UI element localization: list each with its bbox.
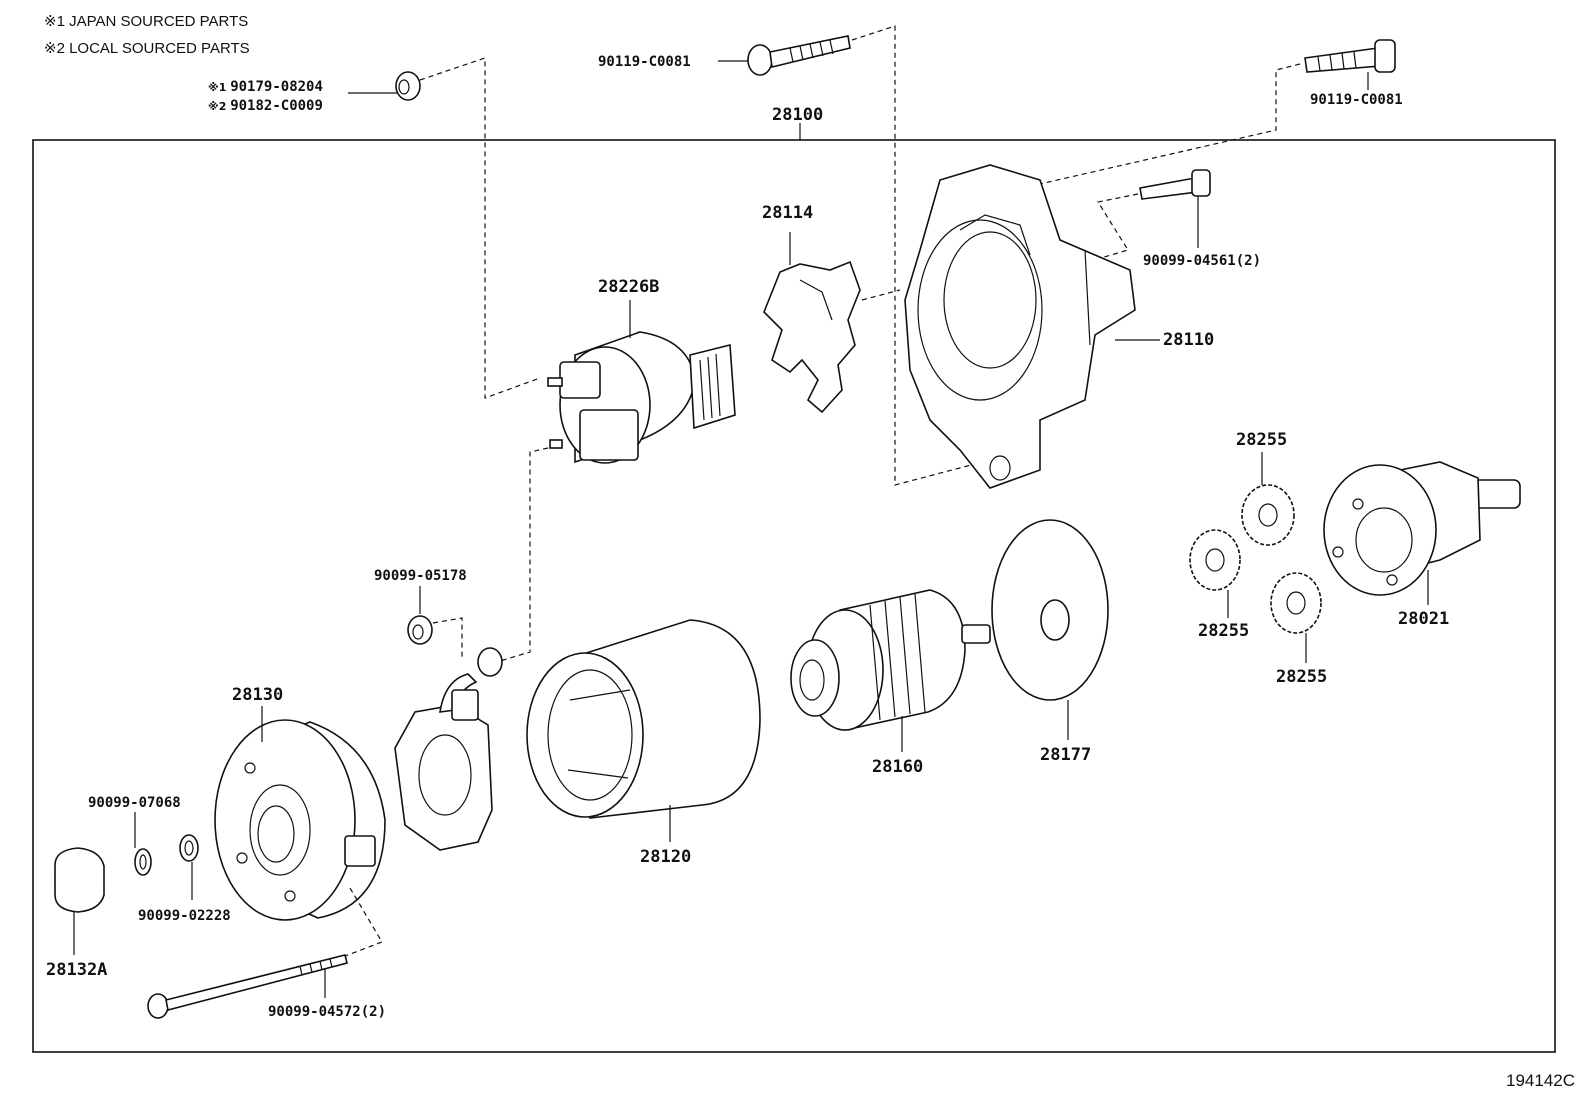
bolt-top-part <box>747 35 851 76</box>
diagram-code: 194142C <box>1506 1071 1575 1090</box>
fork-part <box>763 260 861 414</box>
housing-part <box>904 164 1136 489</box>
label-28021: 28021 <box>1398 609 1449 629</box>
solenoid-part <box>547 331 736 464</box>
label-28114: 28114 <box>762 203 813 223</box>
washer-b-part <box>179 834 199 862</box>
label-nut-local: ※2 90182-C0009 <box>208 98 323 114</box>
label-28255-top: 28255 <box>1236 430 1287 450</box>
legend-local: ※2 LOCAL SOURCED PARTS <box>44 40 250 57</box>
nut-top-part <box>395 71 421 101</box>
label-washer-b: 90099-02228 <box>138 908 231 924</box>
label-28177: 28177 <box>1040 745 1091 765</box>
gear-top-part <box>1241 484 1295 546</box>
label-28255-left: 28255 <box>1198 621 1249 641</box>
label-bolt-top: 90119-C0081 <box>598 54 691 70</box>
gear-bottom-part <box>1270 572 1322 634</box>
plate-part <box>991 519 1109 701</box>
label-28110: 28110 <box>1163 330 1214 350</box>
label-28255-bottom: 28255 <box>1276 667 1327 687</box>
label-28132A: 28132A <box>46 960 107 980</box>
assembly-frame <box>32 139 1556 1053</box>
label-28226B: 28226B <box>598 277 659 297</box>
yoke-part <box>526 619 761 819</box>
washer-mid-part <box>477 647 503 677</box>
legend-japan: ※1 JAPAN SOURCED PARTS <box>44 13 248 30</box>
label-28120: 28120 <box>640 847 691 867</box>
label-bolt-right: 90119-C0081 <box>1310 92 1403 108</box>
gear-left-part <box>1189 529 1241 591</box>
label-28130: 28130 <box>232 685 283 705</box>
brush-holder-part <box>394 673 493 851</box>
label-28160: 28160 <box>872 757 923 777</box>
housing-bolt-part <box>1139 169 1211 200</box>
armature-part <box>790 589 991 731</box>
cap-part <box>54 847 105 913</box>
label-housing-bolt: 90099-04561(2) <box>1143 253 1261 269</box>
label-through-bolt: 90099-04572(2) <box>268 1004 386 1020</box>
label-28100: 28100 <box>772 105 823 125</box>
carrier-part <box>1323 461 1521 596</box>
end-frame-part <box>214 719 386 921</box>
label-washer-a: 90099-07068 <box>88 795 181 811</box>
label-nut-japan: ※1 90179-08204 <box>208 79 323 95</box>
bolt-right-part <box>1304 39 1396 73</box>
nut-mid-part <box>407 615 433 645</box>
through-bolt-part <box>147 954 348 1019</box>
label-nut-mid: 90099-05178 <box>374 568 467 584</box>
washer-a-part <box>134 848 152 876</box>
